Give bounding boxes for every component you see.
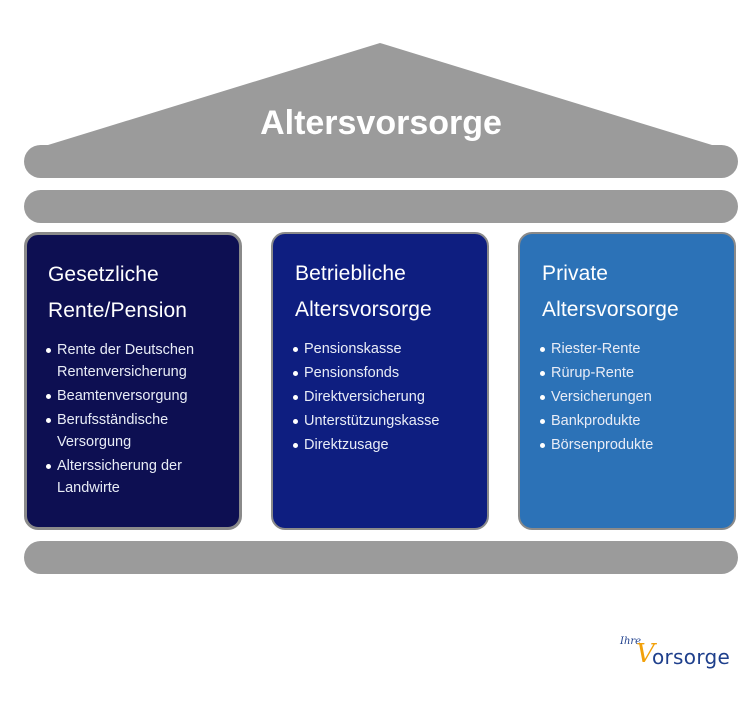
foundation-band	[24, 541, 738, 574]
pillar-statutory-pension: Gesetzliche Rente/Pension Rente der Deut…	[24, 232, 242, 530]
list-item: Börsenprodukte	[540, 434, 722, 456]
brand-logo: Ihre V orsorge	[620, 636, 740, 672]
pillar-private-pension: Private Altersvorsorge Riester-Rente Rür…	[518, 232, 736, 530]
pillar-title: Private Altersvorsorge	[542, 262, 679, 321]
list-item: Direktversicherung	[293, 386, 475, 408]
list-item: Alterssicherung der Landwirte	[46, 455, 227, 499]
logo-wordmark: orsorge	[652, 645, 731, 669]
pillar-occupational-pension: Betriebliche Altersvorsorge Pensionskass…	[271, 232, 489, 530]
logo-initial: V	[636, 639, 655, 669]
list-item: Bankprodukte	[540, 410, 722, 432]
roof-title: Altersvorsorge	[260, 104, 502, 142]
list-item: Berufsständische Versorgung	[46, 409, 227, 453]
list-item: Unterstützungskasse	[293, 410, 475, 432]
pillar-item-list: Riester-Rente Rürup-Rente Versicherungen…	[540, 338, 722, 456]
list-item: Beamtenversorgung	[46, 385, 227, 407]
pillar-title: Betriebliche Altersvorsorge	[295, 262, 432, 321]
pillar-item-list: Rente der Deutschen Rentenversicherung B…	[46, 339, 227, 499]
list-item: Riester-Rente	[540, 338, 722, 360]
list-item: Direktzusage	[293, 434, 475, 456]
architrave-band	[24, 190, 738, 223]
list-item: Versicherungen	[540, 386, 722, 408]
logo-prefix: Ihre	[620, 636, 642, 647]
list-item: Pensionskasse	[293, 338, 475, 360]
list-item: Rente der Deutschen Rentenversicherung	[46, 339, 227, 383]
roof-shape	[48, 43, 712, 145]
roof-eave-band	[24, 145, 738, 178]
list-item: Pensionsfonds	[293, 362, 475, 384]
pillar-item-list: Pensionskasse Pensionsfonds Direktversic…	[293, 338, 475, 456]
pillar-title: Gesetzliche Rente/Pension	[48, 263, 188, 322]
list-item: Rürup-Rente	[540, 362, 722, 384]
